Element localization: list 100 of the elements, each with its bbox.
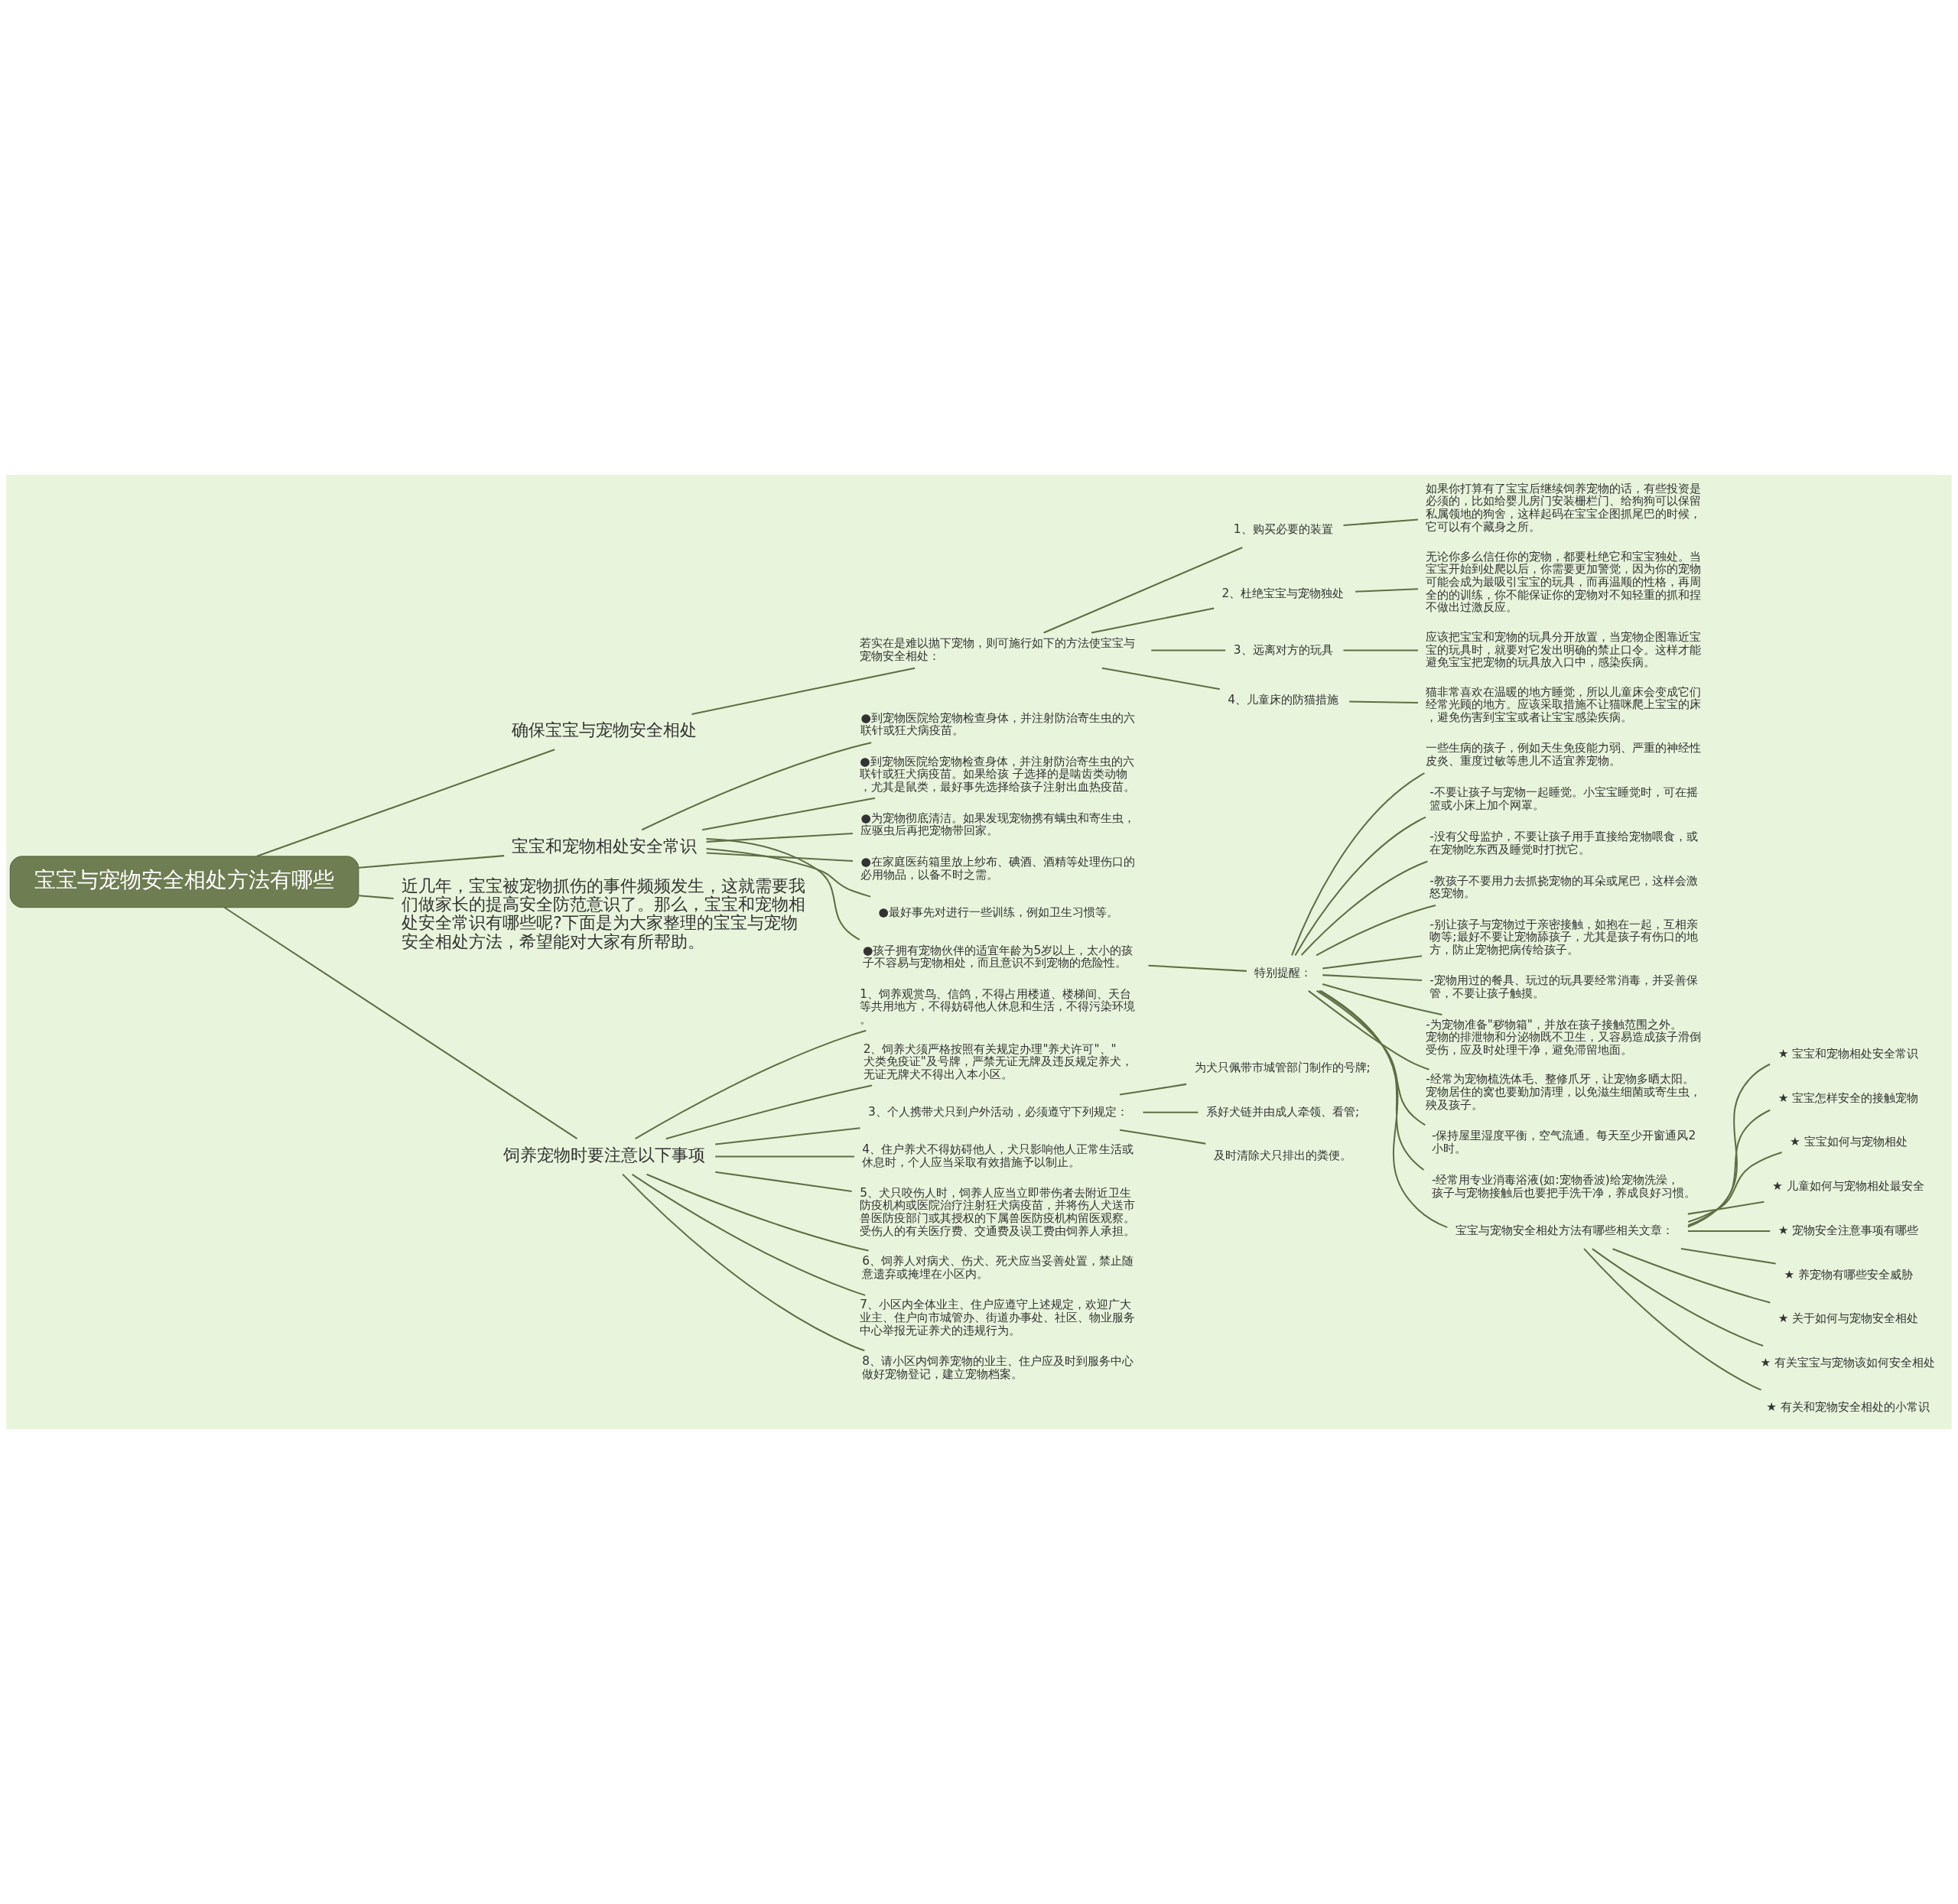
connector: [631, 1173, 866, 1296]
node-text: 1、饲养观赏鸟、信鸽，不得占用楼道、楼梯间、天台等共用地方，不得妨碍他人休息和生活，不得污染环境。: [860, 986, 1136, 1027]
node-text: -保持屋里湿度平衡，空气流通。每天至少开窗通风2小时。: [1431, 1129, 1696, 1155]
node-box: 宝宝与宠物安全相处方法有哪些: [9, 856, 359, 908]
node-text: ●到宠物医院给宠物检查身体，并注射防治寄生虫的六联针或狂犬病疫苗。如果给孩 子选择的是啮齿类动物，尤其是鼠类，最好事先选择给孩子注射出血热疫苗。: [860, 754, 1136, 794]
connector: [1308, 990, 1429, 1071]
node-text: -没有父母监护，不要让孩子用手直接给宠物喂食，或在宠物吃东西及睡觉时打扰它。: [1429, 829, 1698, 856]
node-text: 2、饲养犬须严格按照有关规定办理"养犬许可"、"犬类免疫证"及号牌，严禁无证无牌及违反规定养犬，无证无牌犬不得出入本小区。: [863, 1041, 1133, 1081]
node-text: ★ 关于如何与宠物安全相处: [1777, 1311, 1919, 1326]
node-text: ★ 有关宝宝与宠物该如何安全相处: [1760, 1356, 1936, 1370]
connector: [1583, 1248, 1761, 1391]
connector: [1349, 700, 1418, 704]
connector: [622, 1173, 865, 1352]
connector: [1612, 1248, 1771, 1304]
node-text: 近几年，宝宝被宠物抓伤的事件频频发生，这就需要我们做家长的提高安全防范意识了。那么，宝宝和宠物相处安全常识有哪些呢?下面是为大家整理的宝宝与宠物安全相处方法，希望能对大家有所帮助。: [402, 876, 806, 951]
node-text: -教孩子不要用力去抓挠宠物的耳朵或尾巴，这样会激怒宠物。: [1429, 873, 1698, 901]
connector: [715, 1127, 860, 1145]
connector: [706, 852, 853, 863]
node-text: -经常为宠物梳洗体毛、整修爪牙，让宠物多晒太阳。宠物居住的窝也要勤加清理，以免滋生细菌或寄生虫，殃及孩子。: [1426, 1072, 1702, 1112]
node-text: ★ 宝宝怎样安全的接触宠物: [1777, 1090, 1919, 1105]
connector: [665, 1084, 873, 1140]
node-text: -不要让孩子与宠物一起睡觉。小宝宝睡觉时，可在摇篮或小床上加个网罩。: [1429, 785, 1698, 812]
connector: [701, 797, 876, 831]
node-text: 4、儿童床的防猫措施: [1228, 692, 1338, 707]
connector: [1291, 772, 1425, 956]
connector: [1119, 1083, 1187, 1096]
node-text: 一些生病的孩子，例如天生免疫能力弱、严重的神经性皮炎、重度过敏等患儿不适宜养宠物。: [1426, 741, 1702, 768]
connector: [706, 838, 860, 941]
connector: [1043, 547, 1243, 634]
connector: [1687, 1230, 1771, 1232]
node-text: ●最好事先对进行一些训练，例如卫生习惯等。: [878, 905, 1118, 920]
connector: [1119, 1129, 1206, 1145]
connector: [641, 742, 872, 831]
node-text: 5、犬只咬伤人时，饲养人应当立即带伤者去附近卫生防疫机构或医院治疗注射狂犬病疫苗，并将伤人犬送市兽医防疫部门或其授权的下属兽医防疫机构留医观察。受伤人的有关医疗费、交通费及误工费由饲养人承担。: [860, 1185, 1136, 1238]
connector: [359, 895, 394, 899]
node-text: 2、杜绝宝宝与宠物独处: [1221, 586, 1345, 601]
node-text: 及时清除犬只排出的粪便。: [1213, 1149, 1351, 1163]
connector: [1355, 588, 1418, 593]
connector: [1316, 905, 1436, 957]
node-text: 6、饲养人对病犬、伤犬、死犬应当妥善处置，禁止随意遗弃或掩埋在小区内。: [862, 1254, 1134, 1281]
connector: [1322, 983, 1442, 1015]
node-text: 宝宝和宠物相处安全常识: [512, 836, 698, 856]
connector: [635, 1029, 867, 1140]
connector: [646, 1173, 869, 1252]
node-text: 宝宝与宠物安全相处方法有哪些相关文章：: [1455, 1223, 1673, 1237]
connector: [1143, 1111, 1199, 1113]
connector: [1592, 1248, 1764, 1347]
node-text: 特别提醒：: [1254, 965, 1312, 980]
connector: [715, 1155, 854, 1158]
connector: [256, 749, 555, 857]
connector: [706, 847, 871, 898]
node-text: 8、请小区内饲养宠物的业主、住户应及时到服务中心做好宠物登记，建立宠物档案。: [862, 1354, 1134, 1381]
connector: [223, 906, 578, 1139]
connector: [1148, 964, 1247, 972]
connector: [1687, 1201, 1764, 1215]
node-text: -为宠物准备"秽物箱"，并放在孩子接触范围之外。宠物的排泄物和分泌物既不卫生，又容易造成孩子滑倒受伤，应及时处理干净，避免滞留地面。: [1426, 1017, 1702, 1057]
connector: [1294, 816, 1426, 956]
node-text: 系好犬链并由成人牵领、看管;: [1205, 1104, 1360, 1119]
connector: [1319, 989, 1425, 1171]
node-text: ●到宠物医院给宠物检查身体，并注射防治寄生虫的六联针或狂犬病疫苗。: [860, 710, 1135, 738]
connector: [1343, 649, 1418, 651]
connector: [1322, 955, 1423, 970]
connector: [359, 855, 505, 869]
node-text: 确保宝宝与宠物安全相处: [512, 720, 698, 740]
connector: [1322, 974, 1423, 981]
node-text: ●为宠物彻底清洁。如果发现宠物携有螨虫和寄生虫，应驱虫后再把宠物带回家。: [860, 811, 1135, 838]
connector: [1316, 989, 1426, 1126]
node-text: 4、住户养犬不得妨碍他人，犬只影响他人正常生活或休息时，个人应当采取有效措施予以制止。: [862, 1142, 1134, 1169]
node-text: 3、个人携带犬只到户外活动，必须遵守下列规定：: [868, 1104, 1128, 1119]
node-text: -宠物用过的餐具、玩过的玩具要经常消毒，并妥善保管，不要让孩子触摸。: [1429, 973, 1698, 1001]
node-text: 无论你多么信任你的宠物，都要杜绝它和宝宝独处。当宝宝开始到处爬以后，你需要更加警觉，因为你的宠物可能会成为最吸引宝宝的玩具，而再温顺的性格，再周全的的训练，你不能保证你的宠物对不知轻重的抓和捏不做出过激反应。: [1426, 549, 1702, 615]
node-text: ★ 有关和宠物安全相处的小常识: [1766, 1399, 1930, 1414]
node-text: 应该把宝宝和宠物的玩具分开放置，当宠物企图靠近宝宝的玩具时，就要对它发出明确的禁止口令。这样才能避免宝宝把宠物的玩具放入口中，感染疾病。: [1426, 629, 1702, 670]
node-text: 猫非常喜欢在温暖的地方睡觉，所以儿童床会变成它们经常光顾的地方。应该采取措施不让猫咪爬上宝宝的床，避免伤害到宝宝或者让宝宝感染疾病。: [1426, 684, 1702, 725]
connector: [1343, 518, 1419, 527]
connector: [715, 1171, 852, 1192]
connector: [1300, 860, 1428, 956]
connector: [1320, 990, 1448, 1229]
node-text: ★ 宝宝和宠物相处安全常识: [1777, 1047, 1919, 1061]
connector: [706, 832, 853, 843]
connector: [691, 667, 916, 715]
node-text: 饲养宠物时要注意以下事项: [503, 1145, 705, 1165]
connector: [1687, 1152, 1782, 1223]
node-text: ●在家庭医药箱里放上纱布、碘酒、酒精等处理伤口的必用物品，以备不时之需。: [860, 855, 1135, 882]
node-text: -别让孩子与宠物过于亲密接触，如抱在一起，互相亲吻等;最好不要让宠物舔孩子，尤其是孩子有伤口的地方，防止宠物把病传给孩子。: [1429, 917, 1698, 957]
node-text: ★ 养宠物有哪些安全威胁: [1784, 1267, 1914, 1282]
node-text: 为犬只佩带市城管部门制作的号牌;: [1194, 1060, 1371, 1074]
connector: [1151, 649, 1226, 651]
node-text: 若实在是难以抛下宠物，则可施行如下的方法使宝宝与宠物安全相处：: [860, 636, 1136, 663]
node-text: 如果你打算有了宝宝后继续饲养宠物的话，有些投资是必须的，比如给婴儿房门安装栅栏门、给狗狗可以保留私属领地的狗舍，这样起码在宝宝企图抓尾巴的时候，它可以有个藏身之所。: [1426, 481, 1702, 534]
node-text: ★ 儿童如何与宠物相处最安全: [1772, 1179, 1924, 1194]
connector: [1091, 607, 1215, 634]
node-text: -经常用专业消毒浴液(如:宠物香波)给宠物洗澡，孩子与宠物接触后也要把手洗干净，养成良好习惯。: [1431, 1172, 1696, 1200]
node-text: ★ 宠物安全注意事项有哪些: [1777, 1223, 1919, 1237]
connector: [1101, 667, 1220, 690]
connector: [1687, 1063, 1771, 1228]
node-text: 3、远离对方的玩具: [1233, 642, 1333, 657]
connector: [1680, 1248, 1776, 1265]
node-text: 1、购买必要的装置: [1233, 521, 1333, 536]
connector: [1687, 1109, 1771, 1227]
